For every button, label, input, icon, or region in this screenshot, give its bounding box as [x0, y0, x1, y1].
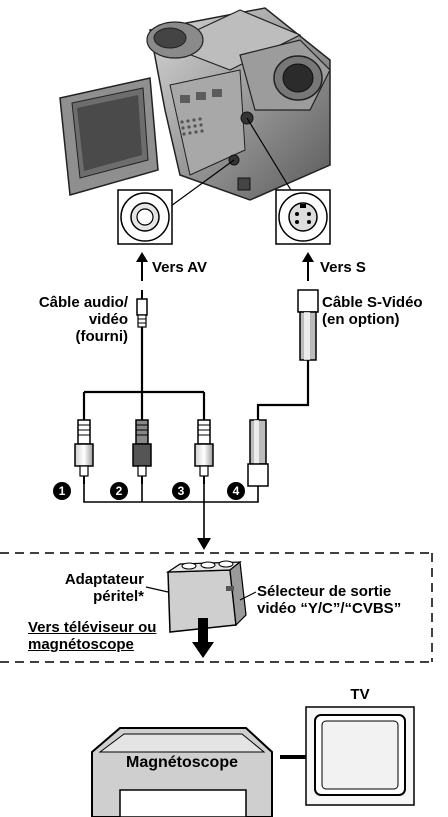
plug-number-3: 3 — [178, 484, 185, 498]
vers-tv-line-1: Vers téléviseur ou — [28, 619, 157, 636]
rca-plug-red-icon — [132, 419, 152, 484]
cable-s-video-label: Câble S-Vidéo (en option) — [322, 294, 423, 328]
arrow-to-tv-icon — [192, 618, 214, 658]
av-mini-plug-icon — [136, 290, 148, 328]
cable-s-video-line-2: (en option) — [322, 311, 400, 328]
vers-s-label: Vers S — [320, 259, 366, 276]
arrow-up-av-icon — [136, 252, 148, 281]
plug-number-2: 2 — [116, 484, 123, 498]
vers-tv-label: Vers téléviseur ou magnétoscope — [28, 619, 156, 653]
vcr-icon — [91, 727, 273, 817]
arrow-up-s-icon — [302, 252, 314, 281]
selecteur-line-2: vidéo “Y/C”/“CVBS” — [257, 600, 402, 617]
tv-icon — [305, 706, 415, 806]
plug-number-badges: 1 2 3 4 — [53, 482, 245, 500]
cable-av-line-3: (fourni) — [75, 328, 128, 345]
adaptateur-label: Adaptateur péritel* — [14, 571, 144, 605]
cable-av-label: Câble audio/ vidéo (fourni) — [20, 294, 128, 345]
vers-tv-line-2: magnétoscope — [28, 636, 134, 653]
scart-adapter-icon — [165, 560, 247, 633]
arrow-down-icon — [197, 502, 211, 550]
rca-plug-yellow-icon — [194, 419, 214, 484]
adaptateur-line-1: Adaptateur — [64, 571, 144, 588]
camcorder-illustration — [59, 7, 331, 201]
scart-section-border — [0, 552, 433, 663]
selecteur-label: Sélecteur de sortie vidéo “Y/C”/“CVBS” — [257, 583, 401, 617]
av-jack-zoom-icon — [117, 189, 173, 245]
adaptateur-line-2: péritel* — [93, 588, 144, 605]
cable-av-line-2: vidéo — [88, 311, 128, 328]
vers-av-label: Vers AV — [152, 259, 208, 276]
s-video-plug-top-icon — [297, 289, 319, 361]
s-video-plug-bottom-icon — [247, 419, 269, 487]
magnetoscope-label: Magnétoscope — [125, 754, 238, 771]
cable-s-video-line-1: Câble S-Vidéo — [322, 294, 423, 311]
rca-plug-white-icon — [74, 419, 94, 484]
selecteur-line-1: Sélecteur de sortie — [257, 583, 392, 600]
tv-label: TV — [350, 686, 370, 703]
plug-number-4: 4 — [233, 484, 240, 498]
cable-av-line-1: Câble audio/ — [38, 294, 128, 311]
s-video-jack-zoom-icon — [275, 189, 331, 245]
plug-number-1: 1 — [59, 484, 66, 498]
